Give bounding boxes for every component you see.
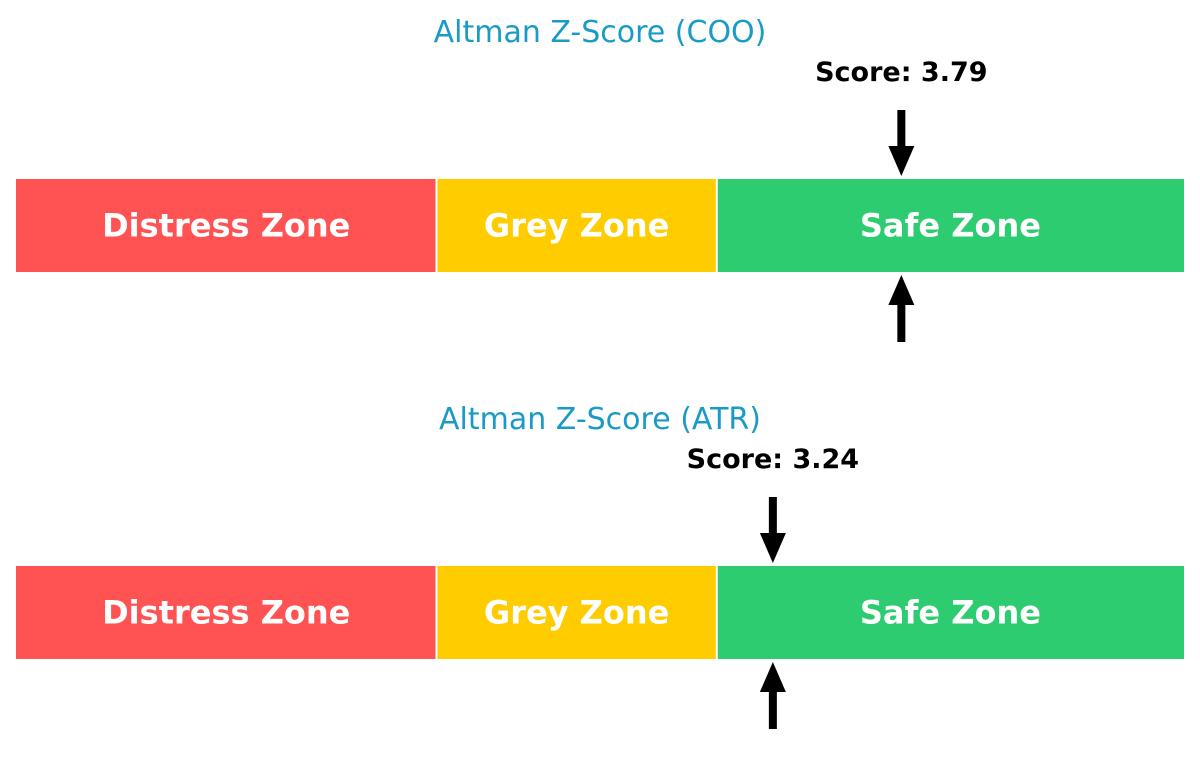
zone-label: Grey Zone bbox=[484, 594, 669, 632]
score-arrow-down-head bbox=[759, 533, 786, 563]
zone-bar-safe-zone bbox=[716, 179, 1184, 272]
gauge-panel-1: Altman Z-Score (ATR) Distress Zone Grey Zo… bbox=[16, 402, 1184, 729]
zone-bar-grey-zone bbox=[436, 566, 717, 659]
zone-label: Distress Zone bbox=[102, 207, 350, 245]
score-arrow-down bbox=[888, 110, 915, 176]
zone-bar-distress-zone bbox=[16, 179, 437, 272]
zone-label: Safe Zone bbox=[860, 594, 1041, 632]
score-arrow-up-head bbox=[759, 662, 786, 692]
score-arrow-up bbox=[888, 275, 915, 342]
score-arrow-down bbox=[759, 497, 786, 563]
gauge-panel-0: Altman Z-Score (COO) Distress Zone Grey Zo… bbox=[16, 15, 1184, 342]
score-arrow-down-head bbox=[888, 146, 915, 176]
score-arrow-up-head bbox=[888, 275, 915, 305]
zone-label: Distress Zone bbox=[102, 594, 350, 632]
zone-label: Grey Zone bbox=[484, 207, 669, 245]
gauge-title: Altman Z-Score (ATR) bbox=[439, 402, 761, 437]
zone-bar-grey-zone bbox=[436, 179, 717, 272]
score-label: Score: 3.79 bbox=[815, 57, 987, 88]
gauge-title: Altman Z-Score (COO) bbox=[434, 15, 767, 50]
score-arrow-up bbox=[759, 662, 786, 729]
zone-label: Safe Zone bbox=[860, 207, 1041, 245]
zone-bar-distress-zone bbox=[16, 566, 437, 659]
score-label: Score: 3.24 bbox=[687, 444, 859, 475]
zone-bar-safe-zone bbox=[716, 566, 1184, 659]
